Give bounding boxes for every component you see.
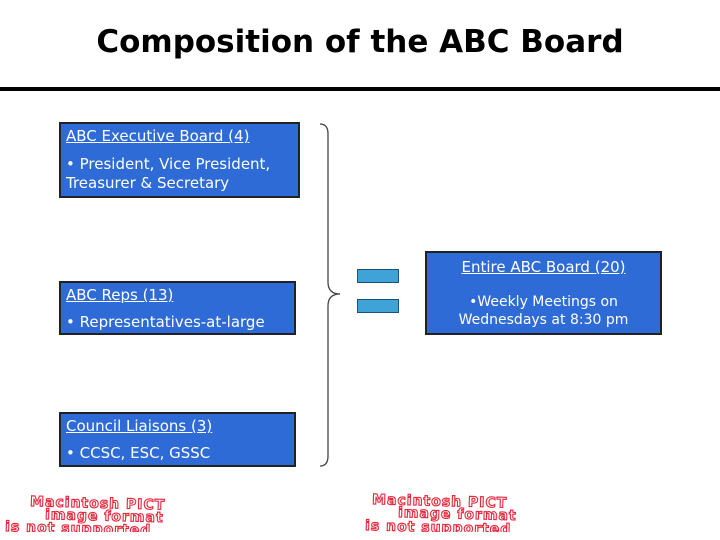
pict-left-line-2: image format [45, 507, 164, 526]
reps-heading: ABC Reps (13) [66, 286, 174, 304]
entire-board-bullet: •Weekly Meetings on Wednesdays at 8:30 p… [458, 294, 629, 328]
slide-title: Composition of the ABC Board [96, 24, 624, 60]
pict-right-line-2: image format [398, 505, 517, 524]
reps-box: ABC Reps (13) • Representatives-at-large [59, 281, 296, 335]
reps-bullet: • Representatives-at-large [66, 313, 265, 331]
equals-bar-top [357, 269, 399, 283]
liaisons-heading: Council Liaisons (3) [66, 417, 213, 435]
pict-right-line-1: Macintosh PICT [372, 492, 508, 512]
pict-left-line-1: Macintosh PICT [30, 494, 166, 514]
pict-left-line-3: is not supported [5, 519, 152, 532]
equals-bar-bottom [357, 299, 399, 313]
entire-board-box: Entire ABC Board (20) •Weekly Meetings o… [425, 251, 662, 335]
executive-board-bullet: • President, Vice President, Treasurer &… [66, 155, 271, 192]
unsupported-image-placeholder: Macintosh PICT image format is not suppo… [4, 492, 517, 532]
liaisons-bullet: • CCSC, ESC, GSSC [66, 444, 211, 462]
grouping-brace [319, 123, 341, 467]
executive-board-box: ABC Executive Board (4) • President, Vic… [59, 122, 300, 198]
executive-board-heading: ABC Executive Board (4) [66, 127, 250, 145]
liaisons-box: Council Liaisons (3) • CCSC, ESC, GSSC [59, 412, 296, 467]
pict-right-line-3: is not supported [365, 518, 512, 532]
entire-board-heading: Entire ABC Board (20) [461, 258, 626, 276]
title-divider [0, 87, 720, 91]
